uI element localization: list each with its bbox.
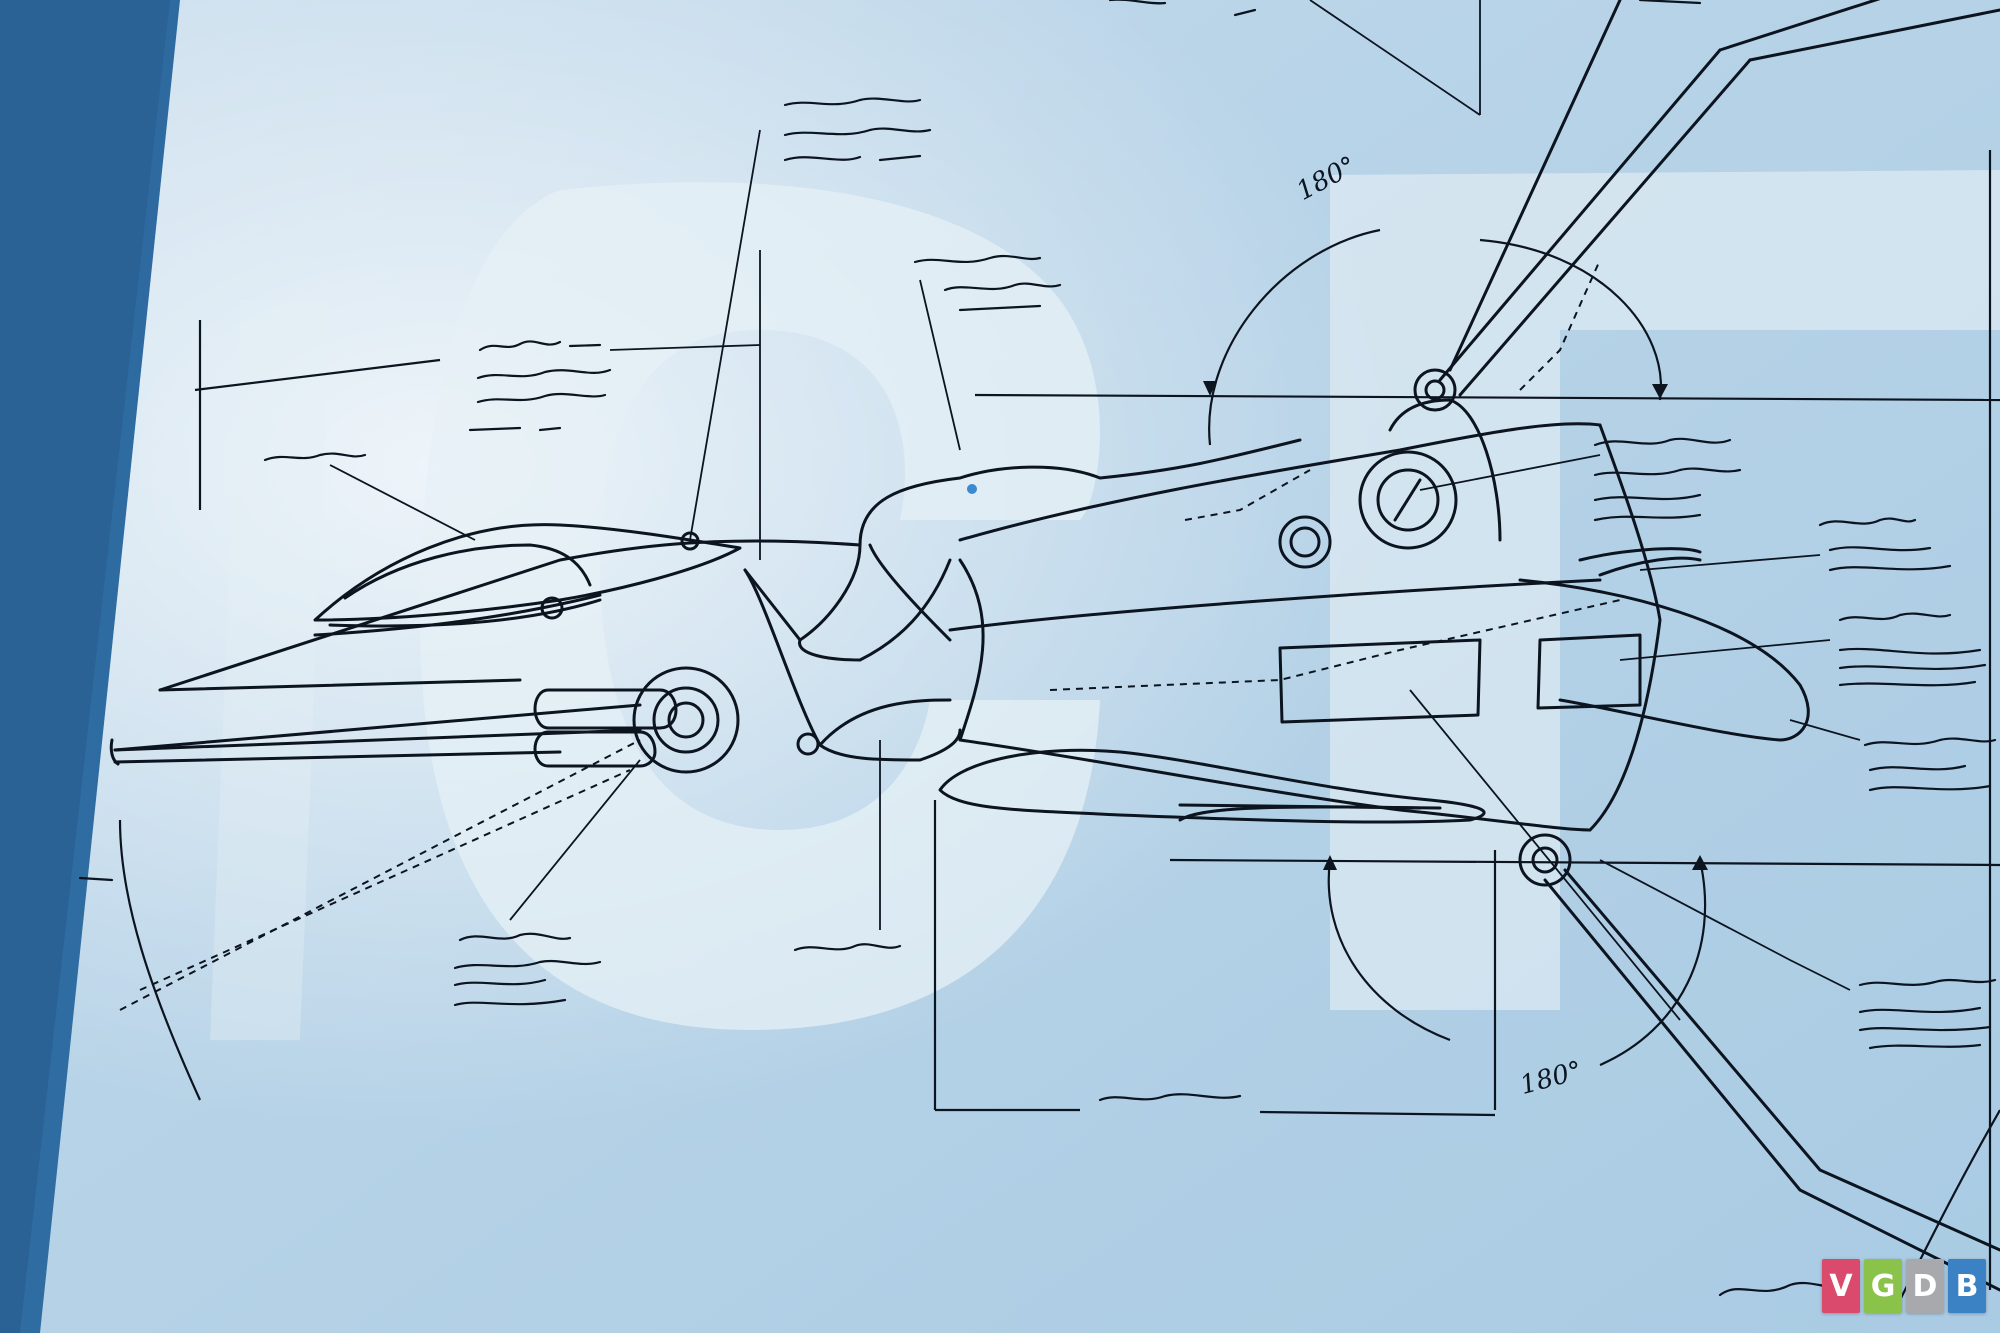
vgdb-watermark: V G D B xyxy=(1822,1259,1986,1313)
background-letterforms xyxy=(210,170,2000,1040)
watermark-letter-b: B xyxy=(1948,1259,1986,1313)
construction-lines xyxy=(119,259,1621,1011)
leader-lines xyxy=(329,0,1861,1021)
watermark-letter-v: V xyxy=(1822,1259,1860,1313)
blue-dot-marker xyxy=(967,484,977,494)
watermark-letter-g: G xyxy=(1864,1259,1902,1313)
arrowheads xyxy=(1203,381,1708,870)
watermark-letter-d: D xyxy=(1906,1259,1944,1313)
handwritten-notes xyxy=(78,0,1997,1297)
vehicle-schematic xyxy=(109,0,2000,1292)
